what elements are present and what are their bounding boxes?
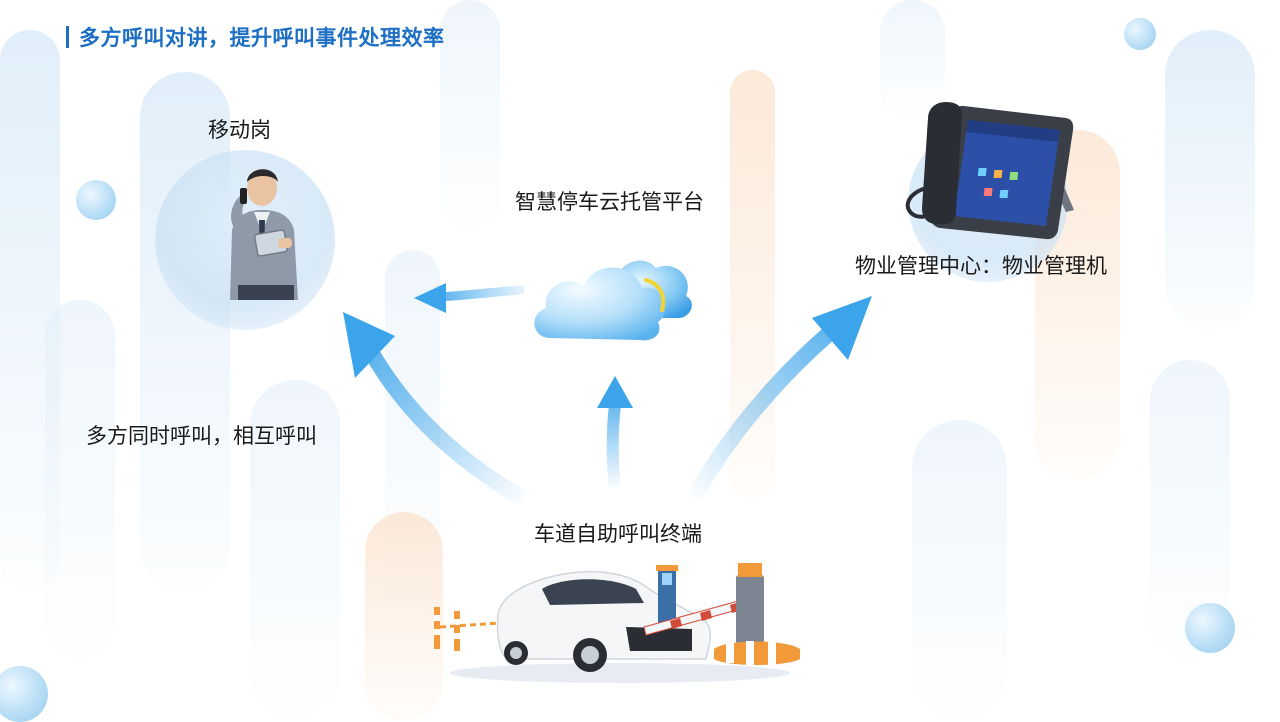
multi-call-annotation: 多方同时呼叫，相互呼叫 <box>86 424 317 448</box>
arrowhead-cloud-to-mobile <box>414 283 446 313</box>
arrow-terminal-to-property <box>682 312 853 513</box>
call-terminal-icon <box>656 565 678 625</box>
security-guard-icon <box>230 169 298 300</box>
arrow-cloud-to-mobile-post <box>435 285 525 302</box>
property-center-label: 物业管理中心：物业管理机 <box>855 254 1107 278</box>
car-icon <box>496 570 712 672</box>
parking-lane-illustration <box>434 563 800 683</box>
desk-phone-icon <box>905 102 1074 240</box>
arrowhead-property <box>812 296 872 360</box>
arrow-terminal-to-cloud <box>606 399 621 498</box>
cloud-icon <box>534 260 692 341</box>
barrier-gate-icon <box>643 563 800 665</box>
arrowhead-cloud <box>597 376 633 408</box>
cloud-platform-label: 智慧停车云托管平台 <box>515 190 704 214</box>
mobile-post-label: 移动岗 <box>208 118 271 142</box>
arrow-terminal-to-mobile-post <box>362 342 543 513</box>
traffic-bollard-icon <box>434 607 501 651</box>
page-title: 多方呼叫对讲，提升呼叫事件处理效率 <box>66 20 445 54</box>
page-title-text: 多方呼叫对讲，提升呼叫事件处理效率 <box>79 26 445 50</box>
arrowhead-mobile-post <box>343 312 395 378</box>
title-accent-bar <box>66 26 69 48</box>
lane-terminal-label: 车道自助呼叫终端 <box>534 522 702 546</box>
